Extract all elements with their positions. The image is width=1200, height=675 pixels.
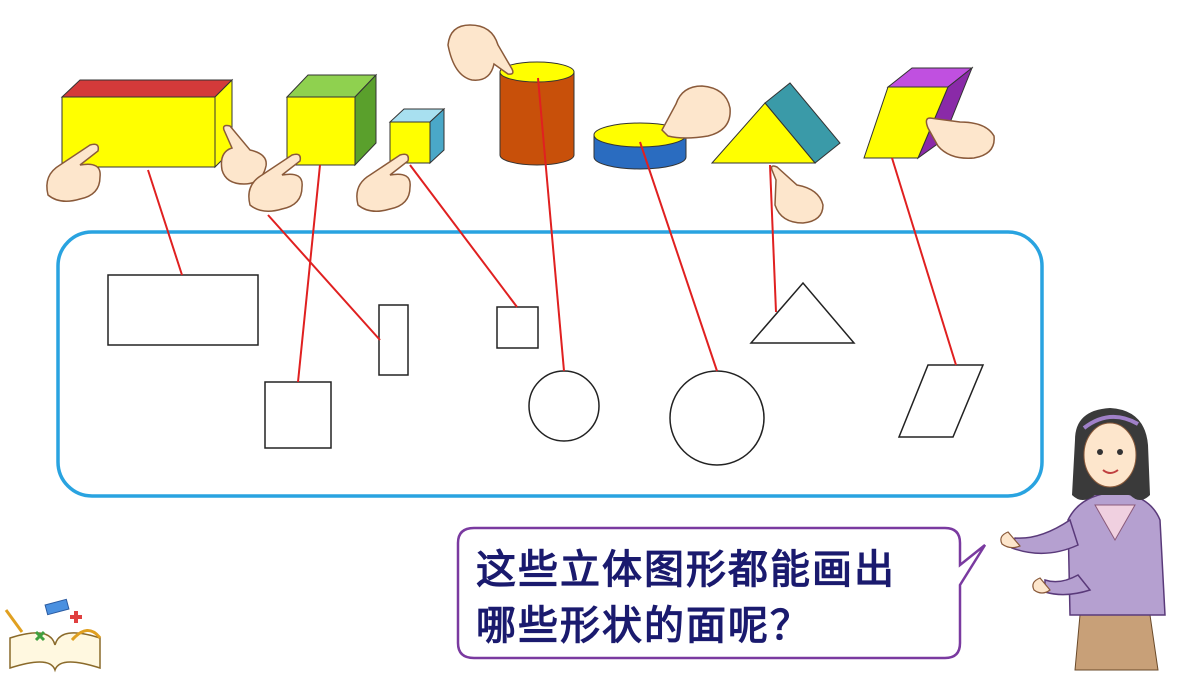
book-icon: [4, 598, 102, 673]
triangular-prism-solid: [710, 82, 841, 164]
hand-icon: [925, 117, 995, 159]
parallelogram-shape: [897, 364, 985, 438]
hand-icon: [661, 85, 731, 139]
connection-line: [409, 164, 518, 308]
small-square-shape: [496, 306, 539, 349]
teacher-illustration: [1000, 408, 1166, 671]
hand-icon: [46, 143, 101, 202]
question-line-1: 这些立体图形都能画出: [476, 547, 896, 593]
narrow-rectangle-shape: [378, 304, 409, 376]
connection-line: [537, 77, 565, 372]
rectangle-shape: [107, 274, 259, 346]
small-cube-solid: [388, 107, 446, 165]
large-circle-shape: [669, 370, 765, 466]
triangle-shape: [749, 281, 856, 344]
connection-line: [147, 169, 183, 276]
cube-solid: [285, 73, 378, 167]
connection-line: [639, 141, 718, 372]
hand-icon: [770, 165, 824, 224]
hand-icon: [356, 153, 411, 212]
question-line-2: 哪些形状的面呢？: [476, 603, 812, 649]
shapes-box: [56, 230, 1044, 498]
connection-line: [267, 214, 381, 341]
connection-lines: [147, 77, 957, 383]
question-text: 这些立体图形都能画出 哪些形状的面呢？: [458, 528, 958, 658]
hand-icon: [220, 124, 303, 212]
connection-line: [769, 164, 777, 313]
hand-icon: [447, 24, 514, 81]
tall-cylinder-solid: [499, 61, 575, 166]
connection-line: [297, 164, 321, 383]
square-shape: [264, 381, 332, 449]
cuboid-solid: [60, 78, 234, 169]
speech-bubble: [456, 526, 987, 660]
small-circle-shape: [528, 370, 600, 442]
connection-line: [891, 157, 957, 366]
